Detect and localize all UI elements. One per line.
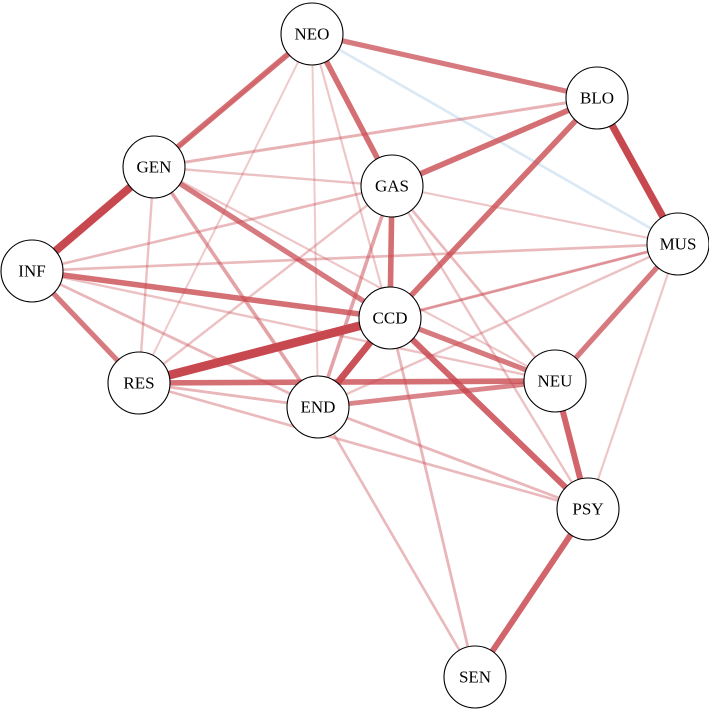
node-ccd: CCD	[358, 286, 422, 350]
node-label: GAS	[375, 177, 409, 196]
node-sen: SEN	[443, 645, 507, 709]
edge-psy-sen	[472, 507, 591, 679]
edge-gas-mus	[391, 184, 679, 246]
node-label: NEU	[538, 372, 573, 391]
edge-neo-end	[311, 33, 319, 408]
node-label: END	[301, 398, 336, 417]
edge-gen-res	[137, 166, 156, 384]
node-circle	[0, 239, 64, 303]
node-circle	[107, 351, 171, 415]
node-circle	[523, 349, 587, 413]
node-circle	[646, 212, 709, 276]
edge-inf-gas	[31, 184, 393, 273]
edge-res-psy	[138, 381, 589, 511]
edge-mus-psy	[586, 243, 680, 510]
node-inf: INF	[0, 239, 64, 303]
edge-gen-ccd	[152, 164, 392, 321]
node-res: RES	[107, 351, 171, 415]
node-label: CCD	[373, 309, 408, 328]
node-gen: GEN	[122, 135, 186, 199]
node-label: SEN	[459, 668, 491, 687]
edge-neo-gen	[152, 31, 314, 170]
edge-res-gas	[138, 185, 393, 384]
edge-gas-psy	[390, 185, 590, 510]
node-circle	[360, 154, 424, 218]
node-blo: BLO	[565, 66, 629, 130]
edge-ccd-mus	[389, 242, 679, 320]
node-gas: GAS	[360, 154, 424, 218]
node-circle	[358, 286, 422, 350]
node-psy: PSY	[556, 477, 620, 541]
edge-inf-mus	[31, 242, 679, 273]
node-label: RES	[123, 374, 154, 393]
node-circle	[280, 2, 344, 66]
node-circle	[565, 66, 629, 130]
node-label: PSY	[572, 500, 603, 519]
edge-gas-neu	[390, 185, 557, 382]
edge-end-sen	[316, 406, 477, 678]
edge-gas-blo	[390, 95, 599, 189]
node-end: END	[286, 375, 350, 439]
edge-res-neu	[138, 378, 556, 386]
node-circle	[556, 477, 620, 541]
edge-neo-res	[138, 33, 313, 384]
edge-ccd-sen	[388, 317, 477, 678]
edge-ccd-psy	[387, 315, 591, 512]
edge-ccd-res	[137, 313, 392, 388]
edge-gen-neu	[153, 166, 556, 382]
edge-end-neu	[317, 378, 556, 410]
edge-neo-ccd	[310, 33, 392, 319]
node-label: INF	[18, 262, 45, 281]
edge-end-psy	[317, 405, 589, 511]
node-circle	[122, 135, 186, 199]
edge-gen-gas	[153, 165, 393, 188]
node-circle	[443, 645, 507, 709]
node-neo: NEO	[280, 2, 344, 66]
edge-blo-ccd	[387, 96, 600, 320]
edge-neo-blo	[311, 31, 598, 101]
node-mus: MUS	[646, 212, 709, 276]
node-circle	[286, 375, 350, 439]
edge-inf-neu	[31, 269, 556, 383]
node-neu: NEU	[523, 349, 587, 413]
edge-gen-blo	[153, 96, 598, 169]
node-label: NEO	[295, 25, 330, 44]
edge-inf-ccd	[31, 268, 391, 321]
node-label: BLO	[580, 89, 614, 108]
edge-gen-end	[152, 165, 320, 409]
node-label: MUS	[660, 235, 697, 254]
node-label: GEN	[137, 158, 172, 177]
